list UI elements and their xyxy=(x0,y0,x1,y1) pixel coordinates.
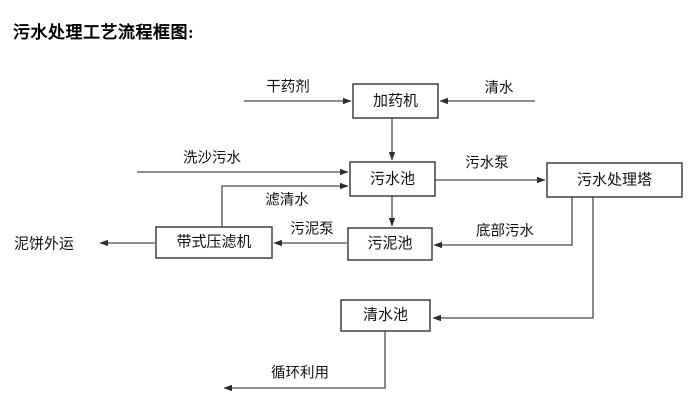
edge-label-clean-water: 清水 xyxy=(485,79,514,96)
terminal-label-mud-cake-out: 泥饼外运 xyxy=(14,235,74,252)
node-box-dosing-machine[interactable] xyxy=(352,83,439,119)
node-box-clear-water-pool[interactable] xyxy=(340,299,431,332)
edge-label-dry-chemical: 干药剂 xyxy=(266,78,310,95)
edge-clear-water-reuse: 循环利用 xyxy=(223,331,386,392)
node-label-wastewater-pool: 污水池 xyxy=(370,170,415,187)
node-wastewater-pool[interactable]: 污水池 xyxy=(349,161,436,197)
node-dosing-machine[interactable]: 加药机 xyxy=(352,83,439,119)
node-box-belt-filter-press[interactable] xyxy=(155,226,273,259)
node-treatment-tower[interactable]: 污水处理塔 xyxy=(546,162,683,198)
edge-label-bottom-wastewater: 底部污水 xyxy=(476,222,534,239)
edge-wastewater-to-tower: 污水泵 xyxy=(435,154,546,184)
edge-label-wastewater-pump: 污水泵 xyxy=(465,154,509,171)
page-title: 污水处理工艺流程框图: xyxy=(13,23,195,42)
node-label-belt-filter-press: 带式压滤机 xyxy=(176,233,251,250)
edge-label-filtrate: 滤清水 xyxy=(265,191,309,208)
node-belt-filter-press[interactable]: 带式压滤机 xyxy=(155,226,273,259)
edge-dry-chemical-to-dosing: 干药剂 xyxy=(244,78,352,105)
edge-label-recycle: 循环利用 xyxy=(271,364,329,381)
node-label-treatment-tower: 污水处理塔 xyxy=(577,171,652,188)
node-clear-water-pool[interactable]: 清水池 xyxy=(340,299,431,332)
node-label-sludge-pool: 污泥池 xyxy=(367,235,412,252)
edge-sand-wash-to-wastewater: 洗沙污水 xyxy=(137,149,349,176)
node-label-dosing-machine: 加药机 xyxy=(373,92,418,109)
edge-label-sludge-pump: 污泥泵 xyxy=(290,220,334,237)
node-label-clear-water-pool: 清水池 xyxy=(363,306,408,323)
edge-tower-to-clear-water xyxy=(432,197,594,322)
edge-filtrate-to-wastewater: 滤清水 xyxy=(221,182,349,227)
edge-sludge-to-press: 污泥泵 xyxy=(273,220,347,247)
edge-clean-water-to-dosing: 清水 xyxy=(439,79,535,105)
node-box-treatment-tower[interactable] xyxy=(546,162,683,198)
node-box-sludge-pool[interactable] xyxy=(347,227,433,261)
edge-tower-bottom-to-sludge: 底部污水 xyxy=(433,197,573,249)
node-sludge-pool[interactable]: 污泥池 xyxy=(347,227,433,261)
edge-label-sand-wash-wastewater: 洗沙污水 xyxy=(183,149,241,166)
node-box-wastewater-pool[interactable] xyxy=(349,161,436,197)
